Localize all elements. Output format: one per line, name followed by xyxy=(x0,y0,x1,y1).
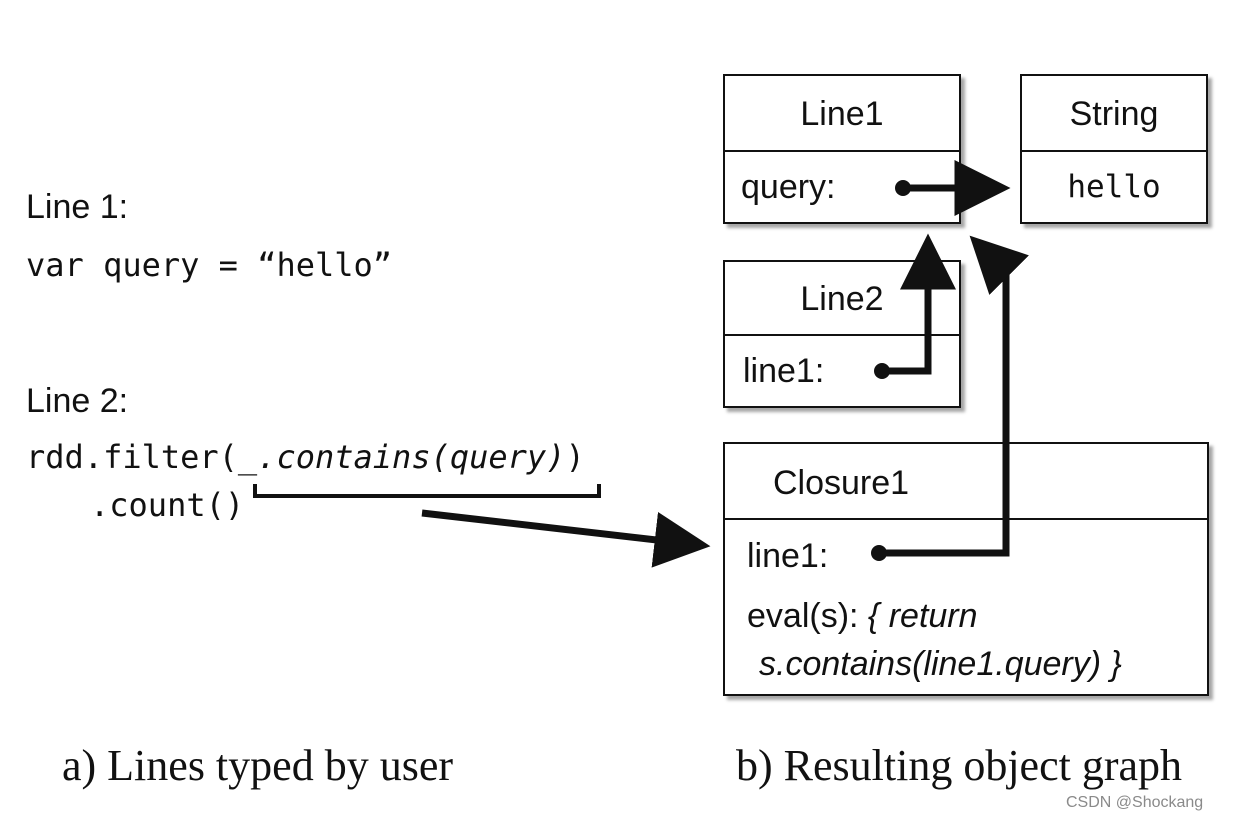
line2-heading: Line 2: xyxy=(26,382,129,420)
caption-left: a) Lines typed by user xyxy=(62,741,453,790)
closure1-eval: eval(s): { return xyxy=(725,592,1207,640)
line1-code: var query = “hello” xyxy=(26,246,393,284)
closure1-eval-body-2: s.contains(line1.query) } xyxy=(759,645,1122,683)
line2-object-title: Line2 xyxy=(725,262,959,336)
closure1-eval-body-1: { return xyxy=(867,597,978,635)
string-object-title: String xyxy=(1022,76,1206,152)
line1-object-field: query: xyxy=(741,168,836,206)
line2-code: rdd.filter(_.contains(query)) xyxy=(26,438,585,476)
lambda-underline-bracket xyxy=(253,484,601,498)
line2-to-line1-arrow xyxy=(882,233,956,375)
closure1-eval-label: eval(s): xyxy=(747,597,868,635)
string-object: String hello xyxy=(1020,74,1208,224)
watermark: CSDN @Shockang xyxy=(1066,794,1204,811)
string-object-value: hello xyxy=(1067,169,1161,205)
line2-code-continuation: .count() xyxy=(90,486,245,524)
caption-right: b) Resulting object graph xyxy=(736,741,1183,790)
line2-object-field: line1: xyxy=(743,352,825,390)
closure1-object-field: line1: xyxy=(747,537,829,575)
lambda-to-closure-arrow xyxy=(421,509,711,568)
line1-object: Line1 query: xyxy=(723,74,961,224)
line2-code-suffix: ) xyxy=(565,438,585,476)
line2-code-prefix: rdd.filter( xyxy=(26,438,238,476)
line1-heading: Line 1: xyxy=(26,188,129,226)
line2-code-lambda: _.contains(query) xyxy=(237,438,566,476)
closure1-object: Closure1 line1: eval(s): { return s.cont… xyxy=(723,442,1209,696)
closure-to-line1-arrow xyxy=(879,235,1029,557)
line1-object-title: Line1 xyxy=(725,76,959,152)
closure1-object-title: Closure1 xyxy=(725,444,1207,520)
